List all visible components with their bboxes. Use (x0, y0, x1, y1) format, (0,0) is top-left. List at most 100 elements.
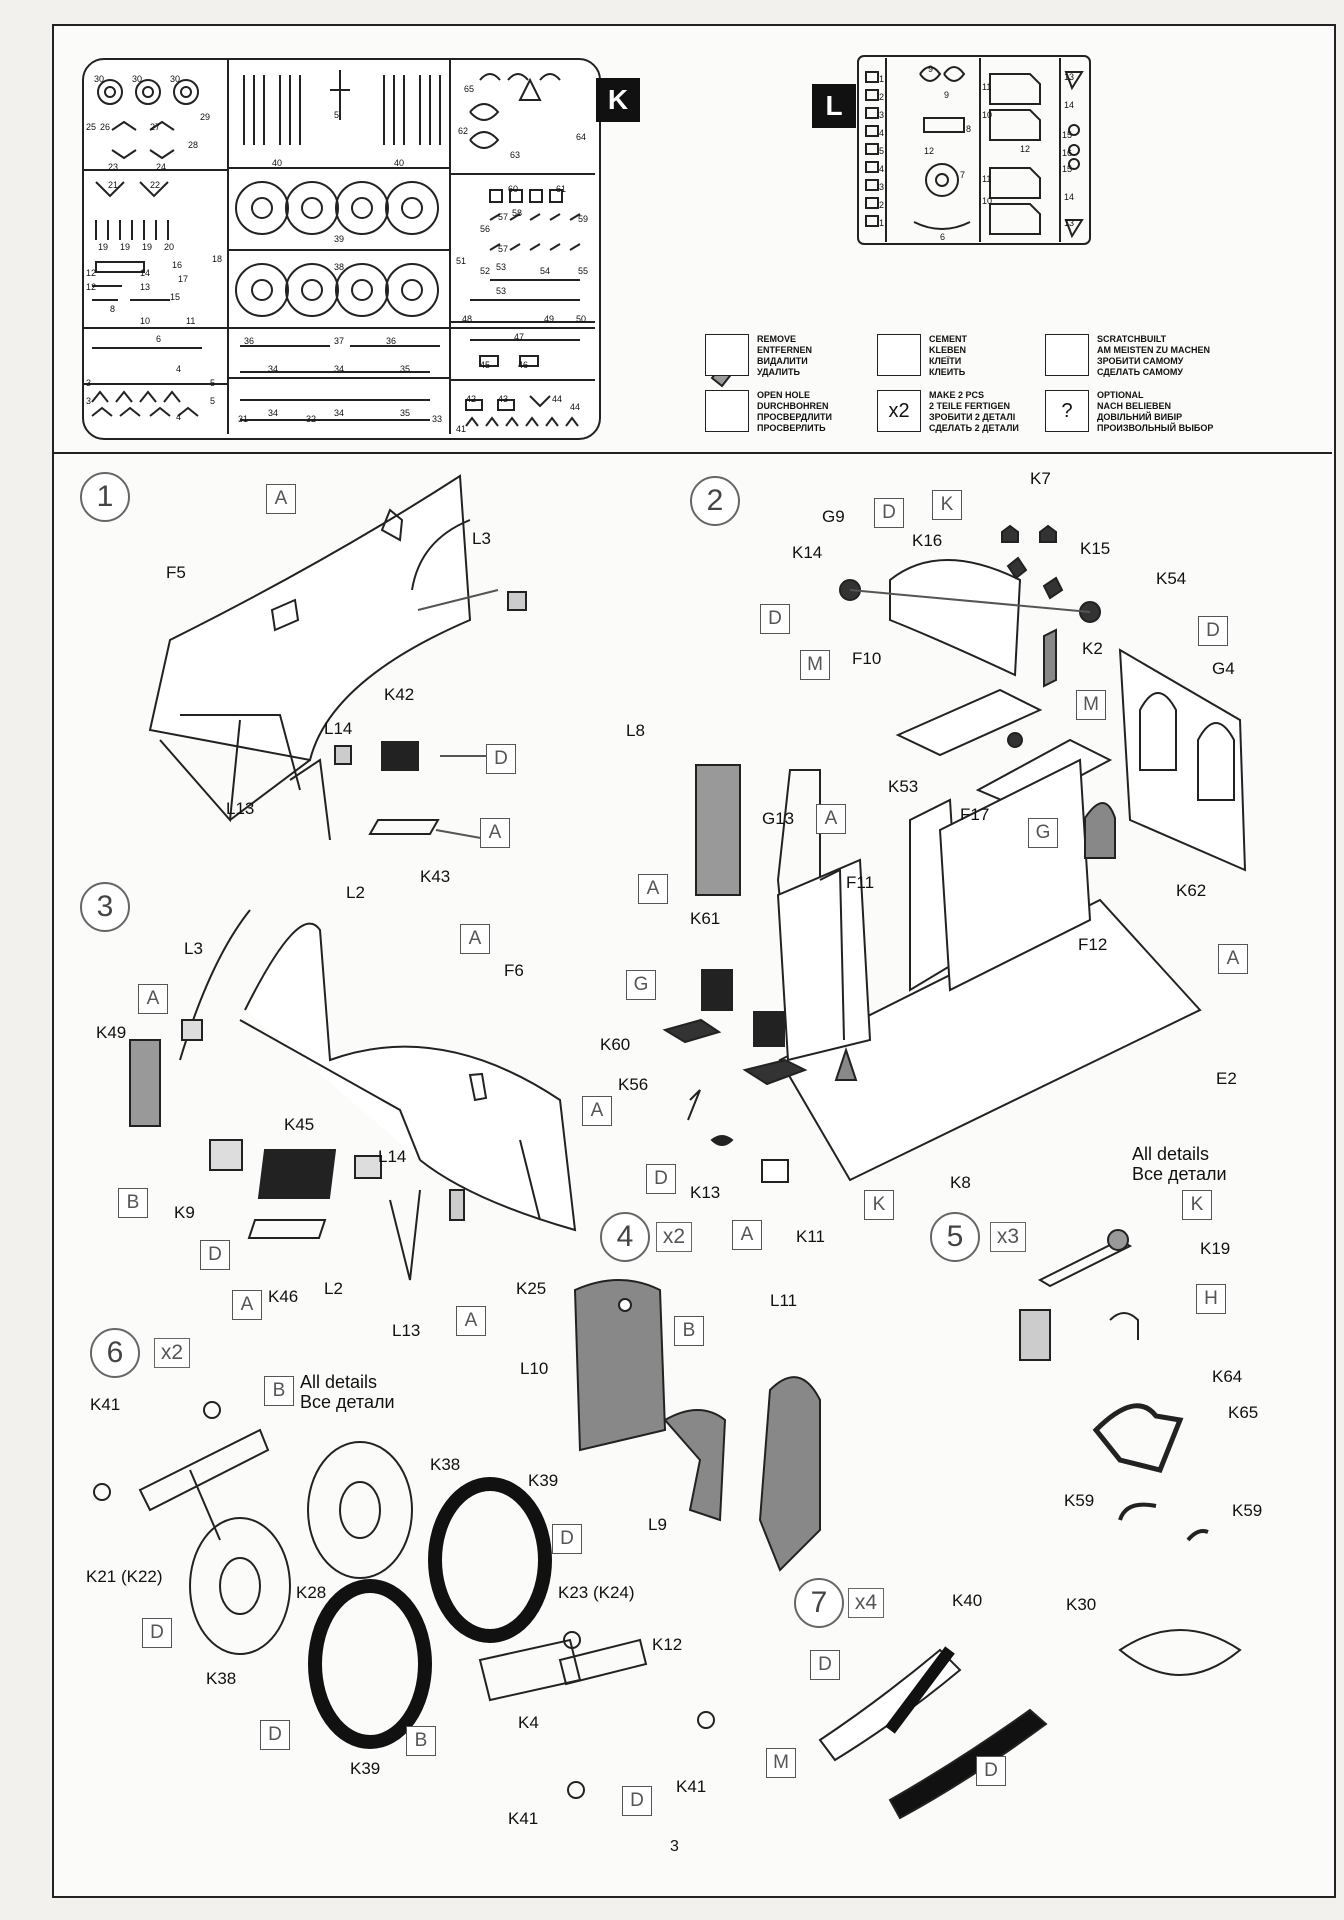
step2-part-k8: K8 (950, 1173, 971, 1192)
step2-part-e2: E2 (1216, 1069, 1237, 1088)
sprue-l-part-6: 6 (940, 232, 946, 242)
sprue-k-part-20: 20 (164, 242, 175, 252)
step-6-marker: 6 (90, 1328, 140, 1378)
sprue-k-part-29: 29 (200, 112, 211, 122)
sprue-k-part-34: 34 (268, 364, 279, 374)
sprue-k-part-4b: 4 (176, 412, 182, 422)
step6-part-k4: K4 (518, 1713, 539, 1732)
step3-part-k49: K49 (96, 1023, 127, 1042)
sprue-k-part-5c: 5 (334, 110, 340, 120)
sprue-k-part-46: 46 (518, 360, 529, 370)
sprue-k-part-53b: 53 (496, 286, 507, 296)
sprue-l-part-11b: 11 (982, 174, 992, 184)
sprue-l-part-4b: 4 (879, 164, 885, 174)
step2-part-f17: F17 (960, 805, 990, 824)
step3-part-l14: L14 (378, 1147, 407, 1166)
step7-color-d-2: D (976, 1756, 1006, 1786)
step5-part-k59: K59 (1064, 1491, 1095, 1510)
step-5-marker: 5 (930, 1212, 980, 1262)
step3-part-k46: K46 (268, 1287, 299, 1306)
step2-part-k54: K54 (1156, 569, 1187, 588)
sprue-k-part-36: 36 (244, 336, 255, 346)
sprue-l-part-10: 10 (982, 110, 993, 120)
sprue-k-part-19b: 19 (120, 242, 131, 252)
step4-part-l10: L10 (520, 1359, 549, 1378)
step7-color-m: M (766, 1748, 796, 1778)
step1-part-l13: L13 (226, 799, 255, 818)
sprue-l-part-9: 9 (928, 64, 934, 74)
sprue-k-part-33: 33 (432, 414, 443, 424)
step-5-multiplier: x3 (990, 1222, 1026, 1252)
step2-part-k60: K60 (600, 1035, 631, 1054)
step-2-marker: 2 (690, 476, 740, 526)
sprue-l-part-2b: 2 (879, 200, 885, 210)
step2-part-g9: G9 (822, 507, 845, 526)
step6-part-k12: K12 (652, 1635, 683, 1654)
sprue-k-part-63: 63 (510, 150, 521, 160)
sprue-k-part-12: 12 (86, 268, 97, 278)
sprue-k-part-57: 57 (498, 212, 509, 222)
step2-color-a-4: A (582, 1096, 612, 1126)
sprue-k-part-15: 15 (170, 292, 181, 302)
step2-color-d-1: D (874, 498, 904, 528)
sprue-l-part-10b: 10 (982, 196, 993, 206)
sprue-l-part-13b: 13 (1064, 218, 1075, 228)
step3-color-a-2: A (138, 984, 168, 1014)
sprue-k-part-47: 47 (514, 332, 525, 342)
sprue-l-part-11: 11 (982, 82, 992, 92)
sprue-k-part-62: 62 (458, 126, 469, 136)
sprue-l-part-14b: 14 (1064, 192, 1075, 202)
sprue-k-part-16: 16 (172, 260, 183, 270)
step6-part-k41b: K41 (676, 1777, 707, 1796)
sprue-k-part-37: 37 (334, 336, 345, 346)
step5-note: All details Все детали (1132, 1144, 1227, 1184)
sprue-k-part-5: 5 (210, 378, 216, 388)
sprue-k-part-24: 24 (156, 162, 167, 172)
sprue-k-part-30c: 30 (170, 74, 181, 84)
step7-part-k40: K40 (952, 1591, 983, 1610)
step2-color-m-1: M (800, 650, 830, 680)
sprue-k-part-12b: 12 (86, 282, 97, 292)
step6-note: All details Все детали (300, 1372, 395, 1412)
step7-color-d-1: D (810, 1650, 840, 1680)
sprue-k-part-18: 18 (212, 254, 223, 264)
step1-part-k42: K42 (384, 685, 415, 704)
step4-color-b: B (674, 1316, 704, 1346)
sprue-k-part-4: 4 (176, 364, 182, 374)
sprue-k-part-64: 64 (576, 132, 587, 142)
section-divider (52, 452, 1332, 454)
times-two-icon: x2 (877, 390, 921, 432)
sprue-k-part-36b: 36 (386, 336, 397, 346)
sprue-k-part-22: 22 (150, 180, 161, 190)
glue-drop-icon (877, 334, 921, 376)
step6-part-k23: K23 (K24) (558, 1583, 635, 1602)
sprue-k-part-11: 11 (186, 316, 196, 326)
sprue-l-part-16: 16 (1062, 148, 1073, 158)
sprue-l-part-1b: 1 (879, 218, 885, 228)
sprue-k-letter: K (596, 78, 640, 122)
sprue-k-part-54: 54 (540, 266, 551, 276)
step2-color-d-3: D (1198, 616, 1228, 646)
step2-part-f10: F10 (852, 649, 882, 668)
sprue-k-part-50: 50 (576, 314, 587, 324)
step-7-marker: 7 (794, 1578, 844, 1628)
sprue-l-part-2: 2 (879, 92, 885, 102)
step3-color-d: D (200, 1240, 230, 1270)
step3-part-k25: K25 (516, 1279, 547, 1298)
sprue-k-part-30b: 30 (132, 74, 143, 84)
sprue-k-part-28: 28 (188, 140, 199, 150)
sprue-k-part-31: 31 (238, 414, 249, 424)
sprue-k-part-58: 58 (512, 208, 523, 218)
sprue-k-part-44: 44 (552, 394, 563, 404)
sprue-k-part-32: 32 (306, 414, 317, 424)
step1-color-a-2: A (480, 818, 510, 848)
step2-part-l8: L8 (626, 721, 645, 740)
step3-color-a-4: A (456, 1306, 486, 1336)
step6-color-d-3: D (260, 1720, 290, 1750)
step6-part-k38: K38 (430, 1455, 461, 1474)
step3-color-a-1: A (460, 924, 490, 954)
step2-color-m-2: M (1076, 690, 1106, 720)
sprue-k-part-30: 30 (94, 74, 105, 84)
sprue-k-part-59: 59 (578, 214, 589, 224)
sprue-k-part-35b: 35 (400, 408, 411, 418)
